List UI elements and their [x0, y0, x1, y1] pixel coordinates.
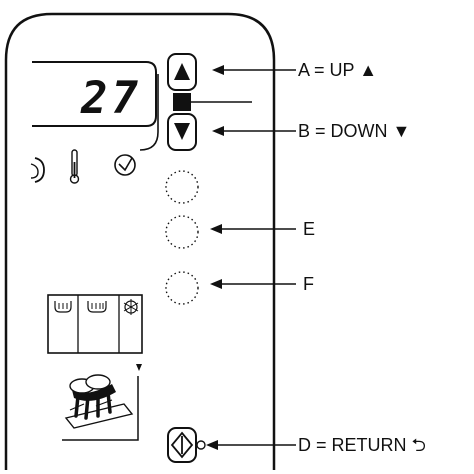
label-f: F: [303, 274, 314, 294]
label-d-return: D = RETURN ⮌: [298, 435, 426, 455]
return-diamond-icon: [170, 431, 194, 459]
mode-icon-strip: [47, 294, 143, 354]
hand-bracket: [62, 376, 139, 441]
snowflake-icon: [123, 299, 139, 315]
arrowhead-a: [212, 65, 224, 75]
display-readout: 27: [81, 73, 142, 124]
heater-icon: [87, 301, 107, 313]
clock-icon: [114, 154, 136, 176]
label-a-up: A = UP ▲: [298, 60, 378, 80]
heater-icon: [54, 301, 72, 313]
f-button[interactable]: [165, 271, 199, 305]
partial-icon: [30, 157, 45, 183]
thermometer-icon: [69, 149, 80, 184]
display-bracket: [139, 74, 159, 151]
return-indicator-dot: [196, 440, 206, 450]
down-arrow-icon: [174, 123, 190, 140]
hand-on-lever-icon: [64, 374, 134, 429]
indicator-square: [173, 93, 191, 111]
up-button[interactable]: [167, 53, 197, 91]
arrowhead-f: [210, 279, 222, 289]
panel-outline: [4, 12, 276, 470]
label-b-down: B = DOWN ▼: [298, 121, 411, 141]
down-button[interactable]: [167, 113, 197, 151]
label-e: E: [303, 219, 316, 239]
display-frame: [32, 61, 157, 127]
dotted-button-unlabeled[interactable]: [165, 170, 199, 204]
small-down-arrow-icon: [136, 364, 142, 371]
return-button[interactable]: [167, 427, 197, 463]
arrowhead-b: [212, 126, 224, 136]
arrowhead-d: [206, 440, 218, 450]
up-arrow-icon: [174, 63, 190, 80]
arrowhead-e: [210, 224, 222, 234]
e-button[interactable]: [165, 215, 199, 249]
